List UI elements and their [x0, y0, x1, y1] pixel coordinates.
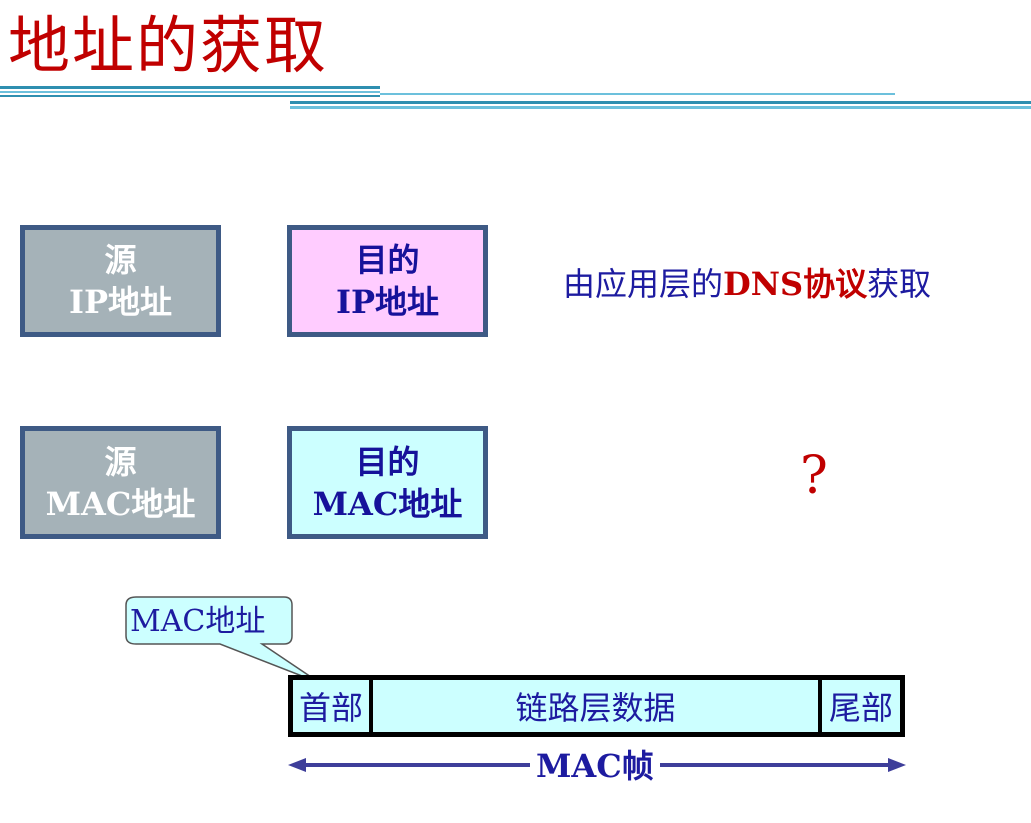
title-underline [0, 86, 1031, 109]
frame-trailer: 尾部 [828, 689, 893, 727]
mac-frame: 首部 链路层数据 尾部 [288, 675, 905, 737]
page-title: 地址的获取 [8, 9, 329, 82]
source-mac-line2: MAC地址 [45, 484, 196, 523]
dns-note: 由应用层的DNS协议获取 [563, 262, 931, 306]
dest-mac-line2: MAC地址 [312, 484, 463, 523]
dest-ip-line1: 目的 [355, 241, 420, 279]
dest-ip-line2: IP地址 [335, 283, 440, 321]
dest-ip-box: 目的 IP地址 [287, 225, 488, 337]
source-mac-line1: 源 [104, 442, 137, 481]
frame-header: 首部 [293, 680, 373, 732]
source-mac-box: 源 MAC地址 [20, 426, 221, 539]
question-mark: ? [800, 446, 828, 506]
dns-note-prefix: 由应用层的 [563, 265, 724, 303]
dest-mac-line1: 目的 [355, 442, 420, 481]
dest-mac-box: 目的 MAC地址 [287, 426, 488, 539]
dns-note-suffix: 获取 [867, 265, 932, 303]
mac-frame-label: MAC帧 [530, 744, 660, 788]
frame-data: 链路层数据 [373, 680, 822, 732]
source-ip-line2: IP地址 [68, 283, 173, 321]
source-ip-box: 源 IP地址 [20, 225, 221, 337]
source-ip-line1: 源 [104, 241, 137, 279]
dns-note-highlight: DNS协议 [723, 265, 868, 303]
callout-label: MAC地址 [130, 604, 266, 639]
